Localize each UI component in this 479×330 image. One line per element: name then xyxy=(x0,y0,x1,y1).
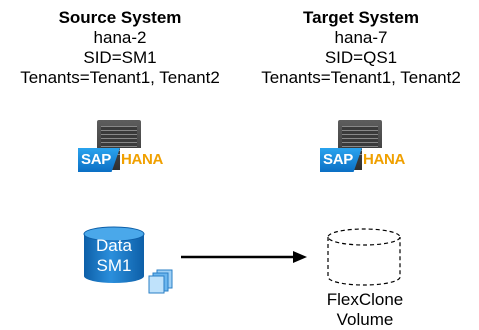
target-sid: SID=QS1 xyxy=(324,48,398,67)
target-system-title: Target System xyxy=(303,8,419,27)
source-system-block: Source System hana-2 SID=SM1 Tenants=Ten… xyxy=(0,8,240,88)
source-sap-hana-logo: SAP HANA xyxy=(78,148,163,172)
flexclone-line2: Volume xyxy=(336,310,394,329)
flexclone-line1: FlexClone xyxy=(326,290,404,309)
data-volume-line2: SM1 xyxy=(96,256,132,275)
sap-logo-text: SAP xyxy=(78,148,120,172)
target-host: hana-7 xyxy=(334,28,388,47)
data-volume-line1: Data xyxy=(96,236,132,255)
database-disk-icon xyxy=(83,226,145,283)
sap-logo-text: SAP xyxy=(320,148,362,172)
hana-logo-text: HANA xyxy=(119,148,163,172)
source-system-title: Source System xyxy=(58,8,182,27)
flexclone-volume xyxy=(326,228,402,286)
snapshot-icon xyxy=(148,268,174,294)
target-tenants: Tenants=Tenant1, Tenant2 xyxy=(261,68,461,87)
arrow-right-icon xyxy=(181,250,307,264)
data-volume: Data SM1 xyxy=(82,226,146,284)
source-host: hana-2 xyxy=(93,28,147,47)
database-disk-icon xyxy=(327,228,401,286)
hana-logo-text: HANA xyxy=(361,148,405,172)
target-system-block: Target System hana-7 SID=QS1 Tenants=Ten… xyxy=(241,8,479,88)
flexclone-volume-label: FlexClone Volume xyxy=(290,290,440,330)
data-volume-label: Data SM1 xyxy=(82,236,146,276)
target-sap-hana-logo: SAP HANA xyxy=(320,148,405,172)
source-sid: SID=SM1 xyxy=(83,48,157,67)
source-tenants: Tenants=Tenant1, Tenant2 xyxy=(20,68,220,87)
